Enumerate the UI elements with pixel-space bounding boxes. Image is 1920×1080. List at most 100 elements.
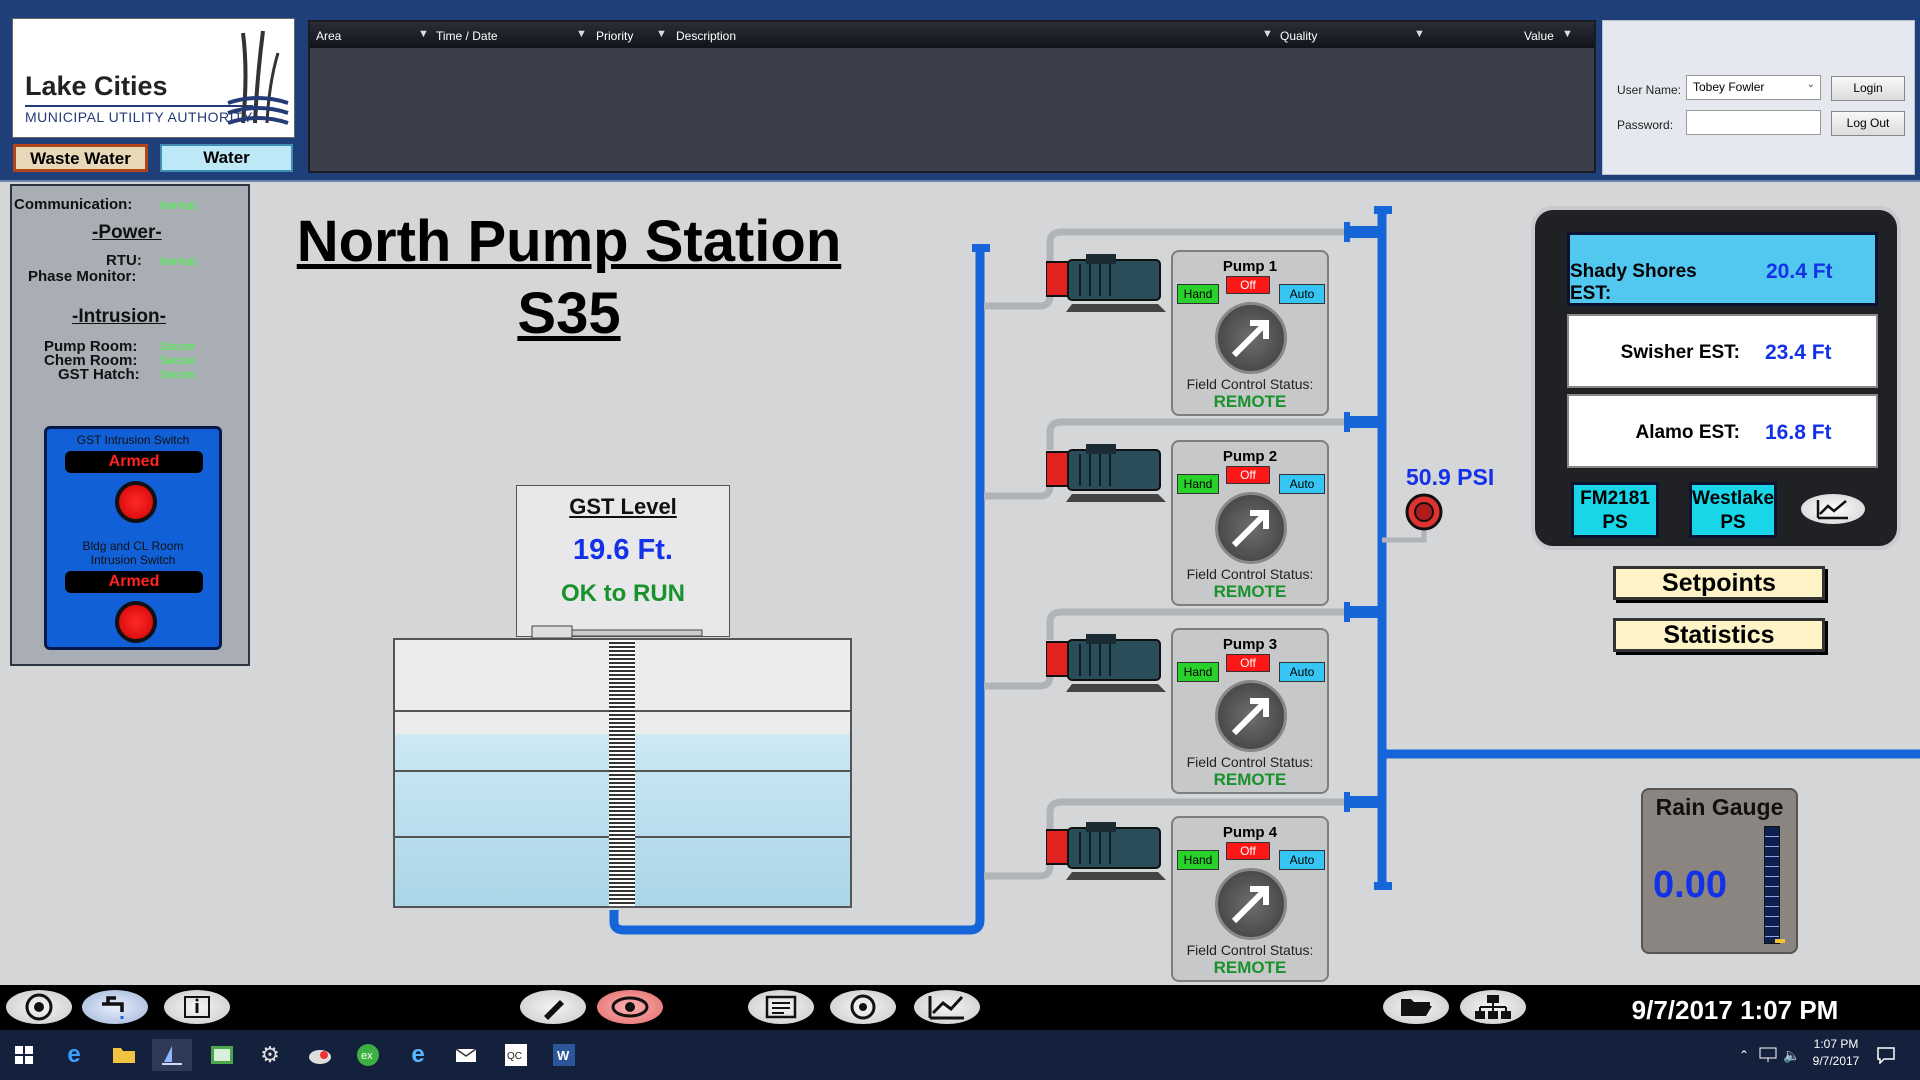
document-icon — [764, 994, 798, 1020]
mail-icon[interactable] — [450, 1039, 482, 1071]
pump-4-off-button[interactable]: Off — [1226, 842, 1270, 860]
fm2181-ps-button[interactable]: FM2181 PS — [1571, 482, 1659, 538]
sailboat-icon — [160, 1044, 184, 1066]
envelope-icon — [455, 1046, 477, 1064]
word-app-icon[interactable]: W — [548, 1039, 580, 1071]
taskbar-clock[interactable]: 1:07 PM 9/7/2017 — [1806, 1036, 1866, 1070]
fm2181-label: FM2181 — [1574, 487, 1656, 511]
est-swisher: Swisher EST: 23.4 Ft — [1567, 314, 1878, 388]
info-icon-graphic — [182, 995, 212, 1019]
file-explorer-icon[interactable] — [108, 1039, 140, 1071]
pump-3-selector-knob[interactable] — [1215, 680, 1287, 752]
pump-1-selector-knob[interactable] — [1215, 302, 1287, 374]
pump-3-fcs-label: Field Control Status: — [1173, 754, 1327, 770]
arrow-up-right-icon — [1218, 871, 1284, 937]
svg-text:QC: QC — [507, 1051, 522, 1062]
ground-storage-tank — [393, 638, 852, 908]
notifications-icon[interactable] — [1870, 1039, 1902, 1071]
alarm-view-icon[interactable] — [597, 990, 663, 1024]
cloud-app-icon[interactable] — [304, 1039, 336, 1071]
taskbar-date: 9/7/2017 — [1806, 1053, 1866, 1070]
volume-muted-icon[interactable]: 🔈 — [1776, 1039, 1808, 1071]
pump-1-fcs-value: REMOTE — [1173, 392, 1327, 412]
westlake-label: Westlake — [1692, 487, 1774, 511]
pump-2-fcs-label: Field Control Status: — [1173, 566, 1327, 582]
qc-icon: QC — [504, 1043, 528, 1067]
rain-gauge-value: 0.00 — [1653, 864, 1727, 907]
monitor-icon — [1759, 1047, 1777, 1063]
pencil-icon — [538, 994, 568, 1020]
trend-chart-button[interactable] — [1801, 494, 1865, 524]
report-icon[interactable] — [748, 990, 814, 1024]
elevated-storage-panel: Shady Shores EST: 20.4 Ft Swisher EST: 2… — [1531, 206, 1901, 550]
eye-alarm-icon — [610, 994, 650, 1020]
speech-bubble-icon — [1876, 1046, 1896, 1064]
folder-icon[interactable] — [1383, 990, 1449, 1024]
pump-2-auto-button[interactable]: Auto — [1279, 474, 1325, 494]
network-icon[interactable] — [1460, 990, 1526, 1024]
line-chart-icon — [927, 993, 967, 1021]
pump-4-panel: Pump 4 Hand Off Auto Field Control Statu… — [1171, 816, 1329, 982]
pump-3-auto-button[interactable]: Auto — [1279, 662, 1325, 682]
statistics-button[interactable]: Statistics — [1613, 618, 1825, 652]
cloud-icon — [307, 1045, 333, 1065]
pump-1-name: Pump 1 — [1173, 258, 1327, 275]
westlake-ps-button[interactable]: Westlake PS — [1689, 482, 1777, 538]
pump-4-motor-icon — [1046, 818, 1166, 888]
gst-status: OK to RUN — [517, 580, 729, 608]
trend-chart-icon — [1816, 498, 1850, 520]
pump-1-motor-icon — [1046, 250, 1166, 320]
aperture-icon[interactable] — [6, 990, 72, 1024]
network-tree-icon — [1473, 993, 1513, 1021]
pump-4-auto-button[interactable]: Auto — [1279, 850, 1325, 870]
setpoints-button[interactable]: Setpoints — [1613, 566, 1825, 600]
pump-3-panel: Pump 3 Hand Off Auto Field Control Statu… — [1171, 628, 1329, 794]
arrow-up-right-icon — [1218, 683, 1284, 749]
pump-1-panel: Pump 1 Hand Off Auto Field Control Statu… — [1171, 250, 1329, 416]
windows-taskbar: e ⚙ ex e QC W ⌃ 🔈 1:07 PM 9/7/2017 — [0, 1030, 1920, 1080]
gst-level-panel: GST Level 19.6 Ft. OK to RUN — [516, 485, 730, 637]
edge-browser-icon[interactable]: e — [58, 1039, 90, 1071]
pump-2-selector-knob[interactable] — [1215, 492, 1287, 564]
word-icon: W — [552, 1043, 576, 1067]
est-shady-shores: Shady Shores EST: 20.4 Ft — [1567, 232, 1878, 306]
taskbar-time: 1:07 PM — [1806, 1036, 1866, 1053]
qc-app-icon[interactable]: QC — [500, 1039, 532, 1071]
rain-gauge-bar — [1764, 826, 1780, 944]
pump-4-hand-button[interactable]: Hand — [1177, 850, 1219, 870]
windows-start-icon[interactable] — [8, 1039, 40, 1071]
internet-explorer-icon[interactable]: e — [402, 1039, 434, 1071]
pump-1-off-button[interactable]: Off — [1226, 276, 1270, 294]
overview-icon[interactable] — [830, 990, 896, 1024]
arrow-up-right-icon — [1218, 305, 1284, 371]
pump-1-hand-button[interactable]: Hand — [1177, 284, 1219, 304]
westlake-ps-label: PS — [1692, 511, 1774, 535]
svg-text:ex: ex — [361, 1050, 373, 1062]
est-swisher-label: Swisher EST: — [1621, 342, 1740, 364]
svg-text:W: W — [557, 1048, 570, 1063]
pressure-transmitter-icon — [1403, 492, 1445, 534]
pump-2-off-button[interactable]: Off — [1226, 466, 1270, 484]
open-folder-icon — [1398, 994, 1434, 1020]
est-shady-shores-value: 20.4 Ft — [1766, 260, 1833, 284]
settings-gear-icon[interactable]: ⚙ — [254, 1039, 286, 1071]
pump-2-fcs-value: REMOTE — [1173, 582, 1327, 602]
pump-1-auto-button[interactable]: Auto — [1279, 284, 1325, 304]
pump-4-selector-knob[interactable] — [1215, 868, 1287, 940]
pump-3-off-button[interactable]: Off — [1226, 654, 1270, 672]
app-map-icon[interactable] — [206, 1039, 238, 1071]
pump-3-motor-icon — [1046, 630, 1166, 700]
ex-icon: ex — [356, 1043, 380, 1067]
water-tap-icon[interactable] — [82, 990, 148, 1024]
pump-2-hand-button[interactable]: Hand — [1177, 474, 1219, 494]
excel-app-icon[interactable]: ex — [352, 1039, 384, 1071]
pump-4-fcs-value: REMOTE — [1173, 958, 1327, 978]
pump-3-fcs-value: REMOTE — [1173, 770, 1327, 790]
pump-2-name: Pump 2 — [1173, 448, 1327, 465]
pump-3-hand-button[interactable]: Hand — [1177, 662, 1219, 682]
trend-icon[interactable] — [914, 990, 980, 1024]
edit-pencil-icon[interactable] — [520, 990, 586, 1024]
info-icon[interactable] — [164, 990, 230, 1024]
scada-app-icon[interactable] — [152, 1039, 192, 1071]
fm2181-ps-label: PS — [1574, 511, 1656, 535]
